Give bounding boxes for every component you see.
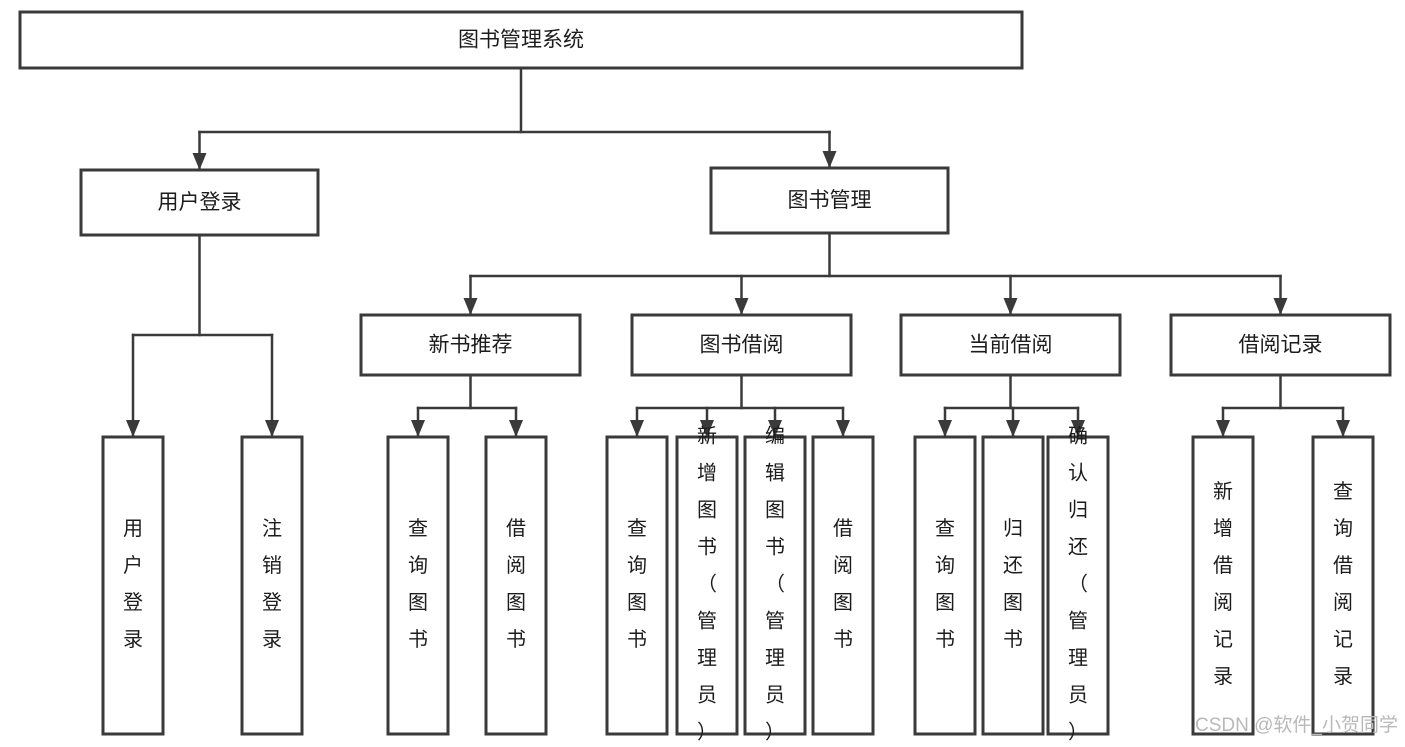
nodes-layer: 图书管理系统用户登录图书管理新书推荐图书借阅当前借阅借阅记录用户登录注销登录查询… bbox=[18, 10, 1392, 744]
leaf-node-4[interactable]: 查询图书 bbox=[605, 435, 669, 736]
level2-node-1[interactable]: 图书借阅 bbox=[630, 313, 853, 377]
leaf-node-11[interactable]: 新增借阅记录 bbox=[1191, 435, 1255, 736]
arrow-head-icon-user-leaf-0 bbox=[126, 420, 140, 437]
leaf-node-box[interactable] bbox=[675, 435, 739, 736]
csdn-watermark: CSDN @软件_小贺同学 bbox=[1195, 714, 1398, 736]
level2-node-box[interactable] bbox=[899, 313, 1122, 377]
arrow-head-icon-level1-1 bbox=[822, 151, 837, 168]
arrow-head-icon-leaf-1-1 bbox=[700, 420, 714, 437]
arrow-head-icon-leaf-3-0 bbox=[1216, 420, 1230, 437]
root-node-box[interactable] bbox=[18, 10, 1024, 70]
leaf-node-box[interactable] bbox=[605, 435, 669, 736]
leaf-node-label: 查询图书 bbox=[408, 517, 428, 651]
level2-node-label: 图书借阅 bbox=[700, 334, 784, 357]
leaf-node-label: 查询图书 bbox=[935, 517, 955, 651]
level2-node-box[interactable] bbox=[630, 313, 853, 377]
arrow-head-icon-level2-2 bbox=[1003, 298, 1018, 315]
leaf-node-label: 注销登录 bbox=[262, 517, 282, 651]
leaf-node-box[interactable] bbox=[1046, 435, 1110, 736]
arrow-head-icon-level2-0 bbox=[463, 298, 478, 315]
leaf-node-box[interactable] bbox=[386, 435, 450, 736]
root-node-label: 图书管理系统 bbox=[458, 29, 584, 52]
leaf-node-box[interactable] bbox=[484, 435, 548, 736]
leaf-node-box[interactable] bbox=[1191, 435, 1255, 736]
leaf-node-box[interactable] bbox=[981, 435, 1045, 736]
level1-node-label: 图书管理 bbox=[788, 189, 872, 212]
arrow-head-icon-user-leaf-1 bbox=[265, 420, 279, 437]
level2-node-3[interactable]: 借阅记录 bbox=[1169, 313, 1392, 377]
level2-node-box[interactable] bbox=[1169, 313, 1392, 377]
level2-node-box[interactable] bbox=[359, 313, 582, 377]
leaf-node-label: 借阅图书 bbox=[833, 517, 853, 651]
root-node-0[interactable]: 图书管理系统 bbox=[18, 10, 1024, 70]
arrow-head-icon-leaf-0-1 bbox=[509, 420, 523, 437]
level1-node-box[interactable] bbox=[79, 168, 320, 237]
arrow-head-icon-leaf-2-1 bbox=[1006, 420, 1020, 437]
leaf-node-label: 新增借阅记录 bbox=[1213, 480, 1233, 688]
leaf-node-box[interactable] bbox=[240, 435, 304, 736]
leaf-node-label: 编辑图书（管理员） bbox=[765, 425, 785, 744]
leaf-node-10[interactable]: 确认归还（管理员） bbox=[1046, 425, 1110, 744]
leaf-node-8[interactable]: 查询图书 bbox=[913, 435, 977, 736]
leaf-node-label: 确认归还（管理员） bbox=[1068, 425, 1088, 744]
leaf-node-label: 借阅图书 bbox=[506, 517, 526, 651]
arrow-head-icon-level2-3 bbox=[1273, 298, 1288, 315]
leaf-node-9[interactable]: 归还图书 bbox=[981, 435, 1045, 736]
leaf-node-box[interactable] bbox=[913, 435, 977, 736]
level2-node-0[interactable]: 新书推荐 bbox=[359, 313, 582, 377]
arrow-head-icon-level2-1 bbox=[734, 298, 749, 315]
arrow-head-icon-leaf-1-0 bbox=[630, 420, 644, 437]
leaf-node-5[interactable]: 新增图书（管理员） bbox=[675, 425, 739, 744]
leaf-node-3[interactable]: 借阅图书 bbox=[484, 435, 548, 736]
leaf-node-box[interactable] bbox=[1311, 435, 1375, 736]
arrow-head-icon-leaf-3-1 bbox=[1336, 420, 1350, 437]
level2-node-label: 新书推荐 bbox=[429, 334, 513, 357]
leaf-node-label: 查询借阅记录 bbox=[1333, 480, 1353, 688]
leaf-node-label: 查询图书 bbox=[627, 517, 647, 651]
level2-node-label: 当前借阅 bbox=[969, 334, 1053, 357]
arrow-head-icon-leaf-2-2 bbox=[1071, 420, 1085, 437]
leaf-node-12[interactable]: 查询借阅记录 bbox=[1311, 435, 1375, 736]
leaf-node-box[interactable] bbox=[743, 435, 807, 736]
leaf-node-box[interactable] bbox=[811, 435, 875, 736]
leaf-node-6[interactable]: 编辑图书（管理员） bbox=[743, 425, 807, 744]
arrow-head-icon-leaf-0-0 bbox=[411, 420, 425, 437]
arrow-head-icon-leaf-1-3 bbox=[836, 420, 850, 437]
leaf-node-label: 新增图书（管理员） bbox=[697, 425, 717, 744]
connector-lines-layer bbox=[126, 66, 1350, 437]
leaf-node-label: 用户登录 bbox=[123, 518, 143, 651]
level1-node-1[interactable]: 图书管理 bbox=[709, 166, 950, 235]
level1-node-label: 用户登录 bbox=[158, 191, 242, 214]
leaf-node-1[interactable]: 注销登录 bbox=[240, 435, 304, 736]
level1-node-0[interactable]: 用户登录 bbox=[79, 168, 320, 237]
leaf-node-2[interactable]: 查询图书 bbox=[386, 435, 450, 736]
leaf-node-0[interactable]: 用户登录 bbox=[101, 435, 165, 736]
leaf-node-box[interactable] bbox=[101, 435, 165, 736]
arrow-head-icon-leaf-1-2 bbox=[768, 420, 782, 437]
leaf-node-7[interactable]: 借阅图书 bbox=[811, 435, 875, 736]
level2-node-2[interactable]: 当前借阅 bbox=[899, 313, 1122, 377]
level2-node-label: 借阅记录 bbox=[1239, 334, 1323, 357]
arrow-head-icon-level1-0 bbox=[192, 153, 207, 170]
leaf-node-label: 归还图书 bbox=[1003, 517, 1023, 651]
level1-node-box[interactable] bbox=[709, 166, 950, 235]
arrow-head-icon-leaf-2-0 bbox=[938, 420, 952, 437]
